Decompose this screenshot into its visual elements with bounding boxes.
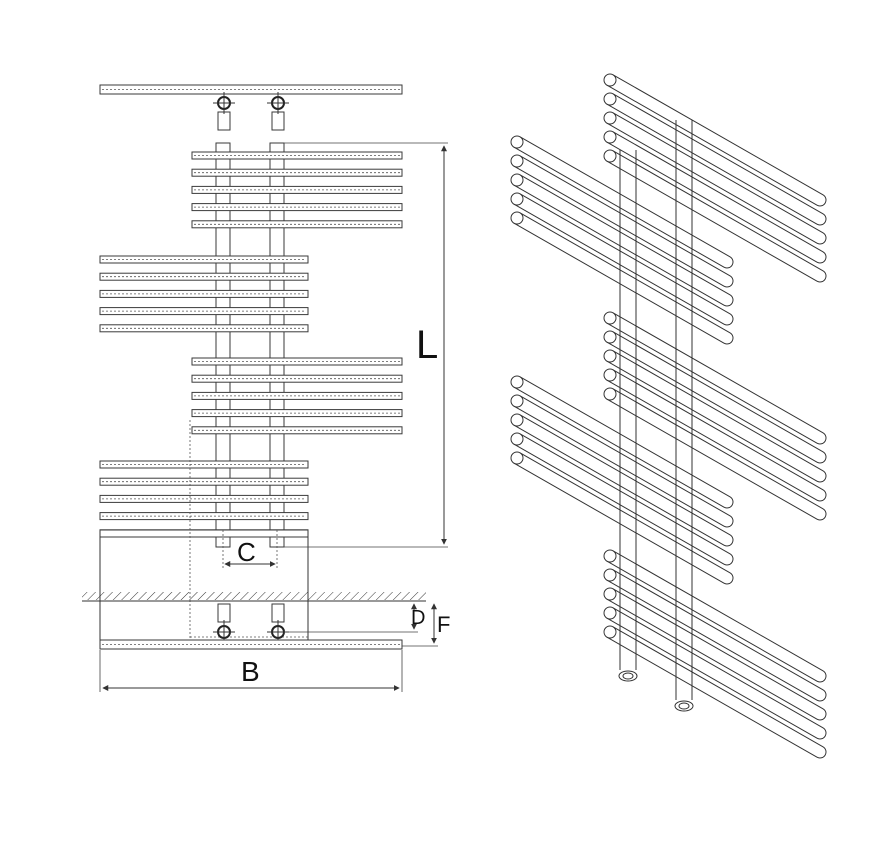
rail-15 [191,426,403,435]
iso-rail-3 [603,111,827,245]
top-valves [213,92,289,131]
iso-rail-16 [510,375,734,509]
rail-5 [191,220,403,229]
rail-4 [191,203,403,212]
iso-rail-7 [510,154,734,288]
iso-rail-21 [603,549,827,683]
iso-rail-8 [510,173,734,307]
iso-rails [510,73,827,759]
iso-rail-9 [510,192,734,326]
rail-14 [191,409,403,418]
iso-rail-17 [510,394,734,528]
iso-rail-14 [603,368,827,502]
iso-rail-15 [603,387,827,521]
rail-2 [191,168,403,177]
iso-rail-19 [510,432,734,566]
wall-line [82,592,426,602]
iso-rail-2 [603,92,827,226]
iso-rail-24 [603,606,827,740]
iso-rail-10 [510,211,734,345]
iso-collectors [618,120,694,712]
bottom-frame [99,420,309,640]
dimension-B: B [99,650,403,692]
vertical-collectors [215,142,285,548]
iso-rail-4 [603,130,827,264]
iso-rail-18 [510,413,734,547]
iso-rail-5 [603,149,827,283]
isometric-view [510,73,827,759]
dimension-B-label: B [241,656,260,687]
bottom-valves [213,603,289,644]
iso-rail-13 [603,349,827,483]
iso-rail-20 [510,451,734,585]
dimension-C: C [222,530,278,568]
rail-11 [191,357,403,366]
rail-12 [191,374,403,383]
top-view-bar [99,84,403,95]
iso-rail-22 [603,568,827,702]
iso-rail-11 [603,311,827,445]
bottom-view-bar [99,639,403,650]
horizontal-rails [99,151,403,538]
iso-rail-6 [510,135,734,269]
dimension-D-label: D [411,607,425,629]
dimension-L: L [284,142,448,548]
rail-3 [191,185,403,194]
dimension-L-label: L [416,323,438,367]
dimension-C-label: C [237,537,256,567]
front-view: L C D F B [82,84,450,692]
dimension-F-label: F [437,612,450,637]
iso-rail-25 [603,625,827,759]
iso-rail-23 [603,587,827,721]
rail-13 [191,391,403,400]
dimension-D-F: D F [284,603,450,647]
rail-1 [191,151,403,160]
iso-rail-12 [603,330,827,464]
iso-rail-1 [603,73,827,207]
